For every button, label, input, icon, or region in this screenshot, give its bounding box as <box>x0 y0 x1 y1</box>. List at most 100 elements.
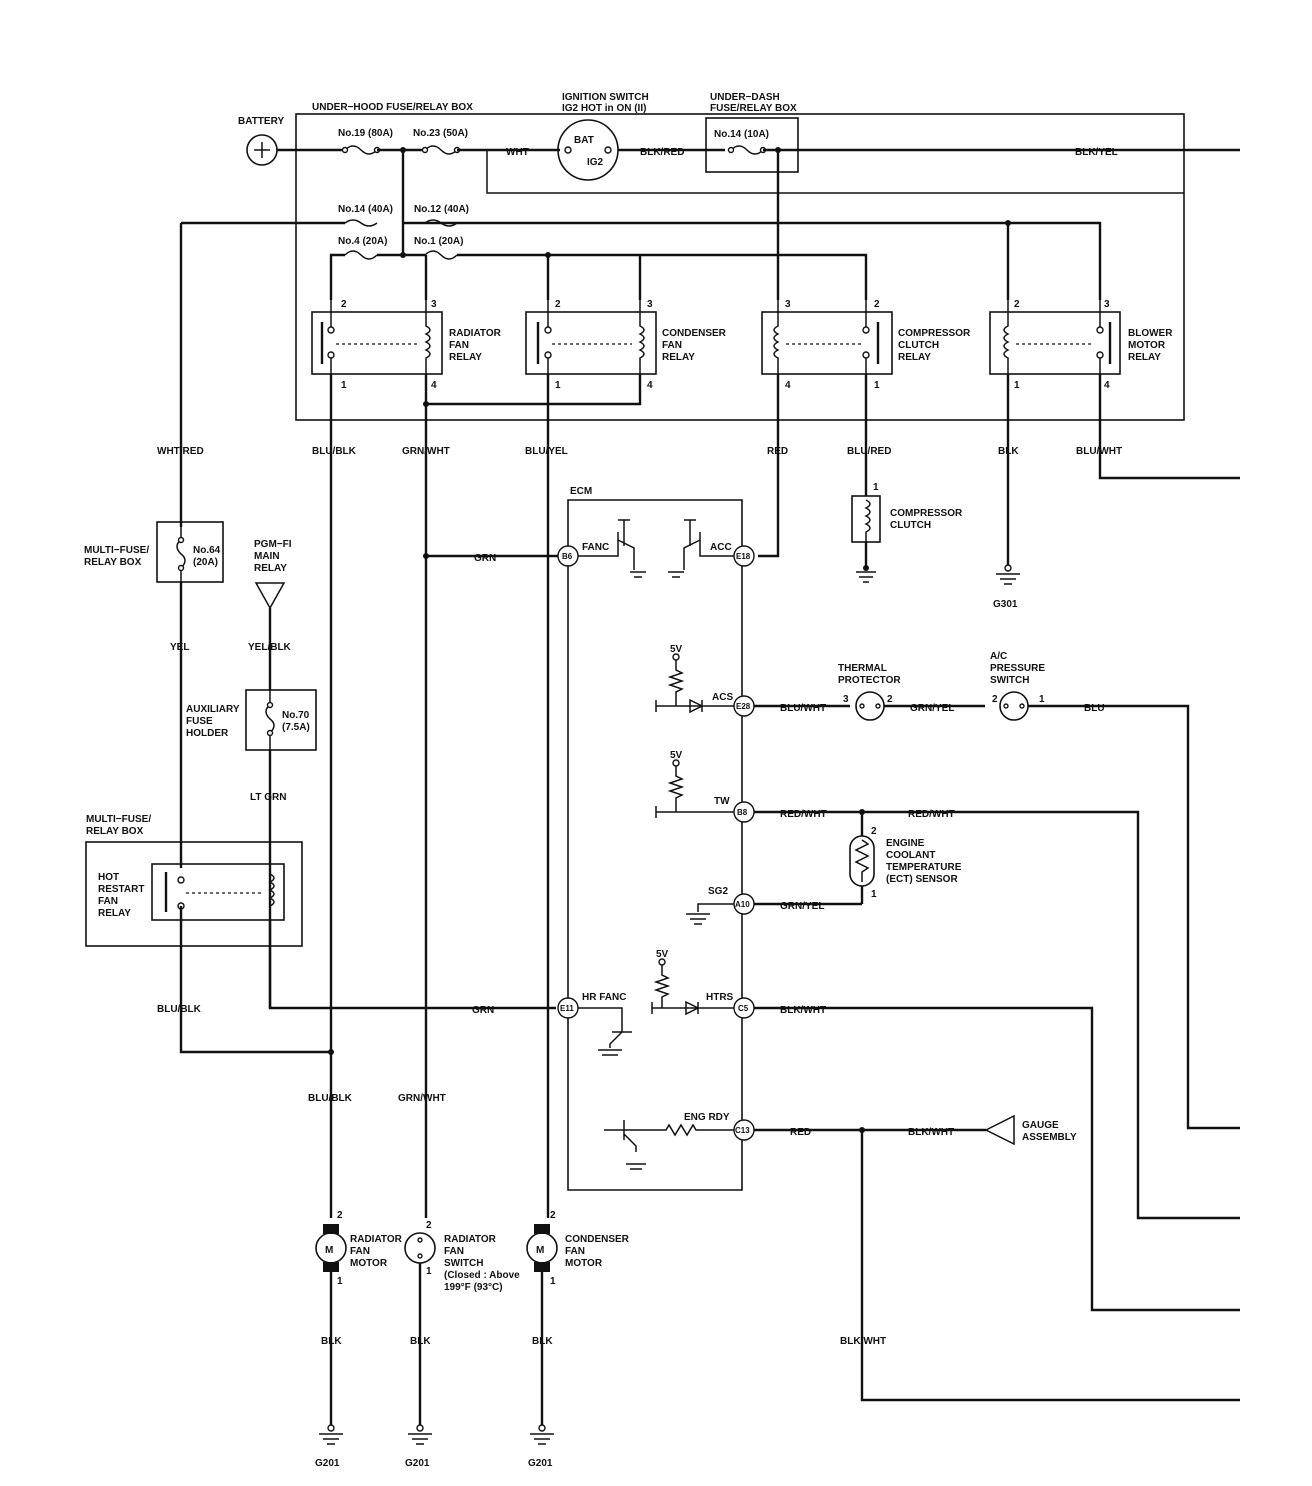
underhood-box-title: UNDER−HOOD FUSE/RELAY BOX <box>312 102 473 113</box>
ecm-pin-b8-label: B8 <box>737 808 748 817</box>
wire-label-blu-wht-top: BLU/WHT <box>1076 446 1122 457</box>
comp-relay-label-3: RELAY <box>898 352 931 363</box>
cond-motor-label-1: CONDENSER <box>565 1234 630 1245</box>
rad-motor-label-3: MOTOR <box>350 1258 388 1269</box>
aux-fuse-label-1: AUXILIARY <box>186 704 240 715</box>
ecm-sg2-circuit: SG2 <box>686 886 734 925</box>
pgm-fi-label-1: PGM−FI <box>254 539 292 550</box>
cond-relay-label-2: FAN <box>662 340 682 351</box>
cond-relay-pin-1: 1 <box>555 380 561 391</box>
g201-label-3: G201 <box>528 1458 553 1469</box>
clutch-pin-1: 1 <box>873 482 879 493</box>
auxiliary-fuse-holder: No.70 (7.5A) AUXILIARY FUSE HOLDER <box>186 689 317 751</box>
rad-relay-pin-2: 2 <box>341 299 347 310</box>
wire-label-blu-red: BLU/RED <box>847 446 891 457</box>
htrs-5v-label: 5V <box>656 949 669 960</box>
hot-restart-label-3: FAN <box>98 896 118 907</box>
rad-switch-pin-1: 1 <box>426 1266 432 1277</box>
g201-label-1: G201 <box>315 1458 340 1469</box>
ecm-pin-c5-label: C5 <box>738 1004 749 1013</box>
cond-motor-label-3: MOTOR <box>565 1258 603 1269</box>
ignition-bat: BAT <box>574 135 594 146</box>
cond-relay-pin-3: 3 <box>647 299 653 310</box>
cond-relay-pin-2: 2 <box>555 299 561 310</box>
ecm-pin-c13-label: C13 <box>735 1126 750 1135</box>
wire-label-blk-wht-bottom: BLK/WHT <box>840 1336 886 1347</box>
ecm-acc-transistor: ACC <box>668 519 734 578</box>
multi-fuse-bottom-label-2: RELAY BOX <box>86 826 144 837</box>
rad-relay-label-3: RELAY <box>449 352 482 363</box>
rad-motor-pin-2: 2 <box>337 1210 343 1221</box>
ect-pin-1: 1 <box>871 889 877 900</box>
ect-sensor: 2 1 ENGINE COOLANT TEMPERATURE (ECT) SEN… <box>849 812 962 904</box>
rad-relay-pin-3: 3 <box>431 299 437 310</box>
fuse-1: No.1 (20A) <box>414 236 463 260</box>
fuse-14-40a: No.14 (40A) <box>338 204 393 227</box>
ecm-acs-label: ACS <box>712 692 733 703</box>
thermal-label-1: THERMAL <box>838 663 887 674</box>
ecm-title: ECM <box>570 486 592 497</box>
wire-label-yel: YEL <box>170 642 189 653</box>
ecm-acc-label: ACC <box>710 542 732 553</box>
pgm-fi-label-3: RELAY <box>254 563 287 574</box>
wire-label-wht: WHT <box>506 147 529 158</box>
ecm-pin-b6-label: B6 <box>562 552 573 561</box>
wire-label-blk-rad: BLK <box>321 1336 342 1347</box>
fuse-70-label-2: (7.5A) <box>282 722 310 733</box>
comp-relay-pin-1: 1 <box>874 380 880 391</box>
hot-restart-fan-relay: HOT RESTART FAN RELAY <box>98 863 285 921</box>
blower-relay-label-3: RELAY <box>1128 352 1161 363</box>
pgm-fi-label-2: MAIN <box>254 551 280 562</box>
wire-label-blk-cond: BLK <box>532 1336 553 1347</box>
ground-g301: G301 <box>993 564 1020 610</box>
ect-label-1: ENGINE <box>886 838 925 849</box>
wire-label-blk-switch: BLK <box>410 1336 431 1347</box>
blower-relay-pin-3: 3 <box>1104 299 1110 310</box>
ignition-ig2: IG2 <box>587 157 604 168</box>
ecm-pin-c13: C13 <box>733 1119 755 1141</box>
cond-motor-pin-2: 2 <box>550 1210 556 1221</box>
compressor-clutch: 1 COMPRESSOR CLUTCH <box>851 482 963 543</box>
blower-relay-pin-2: 2 <box>1014 299 1020 310</box>
ect-label-4: (ECT) SENSOR <box>886 874 958 885</box>
comp-relay-pin-4: 4 <box>785 380 791 391</box>
acs-5v-label: 5V <box>670 644 683 655</box>
cond-relay-label-3: RELAY <box>662 352 695 363</box>
rad-motor-pin-1: 1 <box>337 1276 343 1287</box>
wire-label-grn-yel-acs: GRN/YEL <box>910 703 954 714</box>
gauge-label-2: ASSEMBLY <box>1022 1132 1077 1143</box>
cond-motor-label-2: FAN <box>565 1246 585 1257</box>
comp-relay-label-1: COMPRESSOR <box>898 328 971 339</box>
fuse-64-label-1: No.64 <box>193 545 221 556</box>
ignition-switch: BAT IG2 IGNITION SWITCH IG2 HOT in ON (I… <box>557 92 649 181</box>
fuse-4: No.4 (20A) <box>338 236 387 260</box>
wire-label-red-wht-1: RED/WHT <box>780 809 827 820</box>
hot-restart-label-4: RELAY <box>98 908 131 919</box>
multi-fuse-top-label-2: RELAY BOX <box>84 557 142 568</box>
comp-relay-pin-3: 3 <box>785 299 791 310</box>
g201-label-2: G201 <box>405 1458 430 1469</box>
aux-fuse-label-3: HOLDER <box>186 728 229 739</box>
wire-label-blu-blk-bottom: BLU/BLK <box>308 1093 353 1104</box>
wire-label-red-top: RED <box>767 446 788 457</box>
underdash-title-1: UNDER−DASH <box>710 92 780 103</box>
ecm-pin-a10: A10 <box>733 893 755 915</box>
ecm-pin-e11-label: E11 <box>560 1004 574 1013</box>
blower-relay-pin-1: 1 <box>1014 380 1020 391</box>
radiator-fan-switch: 2 1 RADIATOR FAN SWITCH (Closed : Above … <box>404 1220 520 1293</box>
ect-label-2: COOLANT <box>886 850 935 861</box>
rad-switch-label-1: RADIATOR <box>444 1234 497 1245</box>
wire-label-blu-wht-acs: BLU/WHT <box>780 703 826 714</box>
ac-pressure-pin-2: 2 <box>992 694 998 705</box>
ecm-tw-label: TW <box>714 796 730 807</box>
ecm-pin-e18-label: E18 <box>736 552 751 561</box>
clutch-label-2: CLUTCH <box>890 520 931 531</box>
tw-5v-label: 5V <box>670 750 683 761</box>
ecm-pin-b8: B8 <box>733 801 755 823</box>
wire-label-grn-wht-bottom: GRN/WHT <box>398 1093 446 1104</box>
fuse-70-label-1: No.70 <box>282 710 310 721</box>
ignition-title-1: IGNITION SWITCH <box>562 92 649 103</box>
wire-label-grn-fanc: GRN <box>474 553 496 564</box>
cond-relay-pin-4: 4 <box>647 380 653 391</box>
wire-label-grn-wht-top: GRN/WHT <box>402 446 450 457</box>
